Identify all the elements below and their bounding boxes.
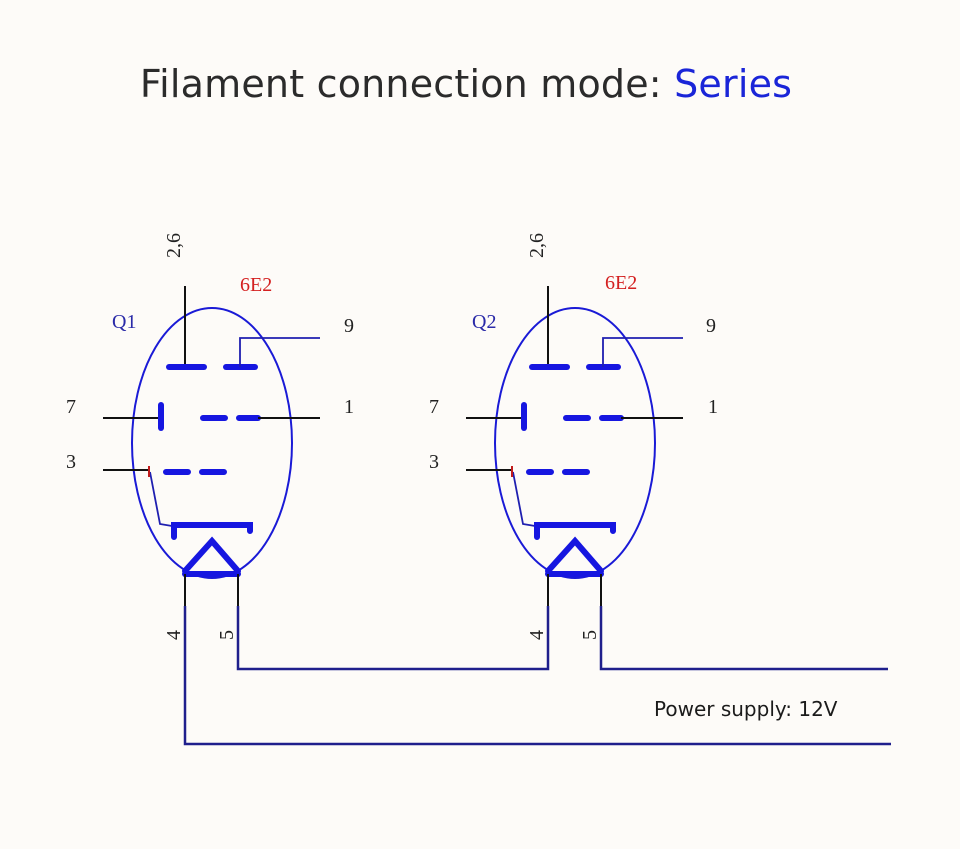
tube-designator: Q1	[112, 311, 136, 333]
cathode-link	[149, 471, 179, 528]
tube-envelope	[494, 307, 656, 579]
pin-4-label: 4	[526, 630, 548, 640]
tube-q1: 2,6 6E2 Q1 9 7 1 3 4 5	[66, 233, 354, 640]
heater	[545, 536, 604, 574]
supply-negative-wire	[183, 606, 891, 746]
cathode	[171, 522, 253, 540]
pin-top-label: 2,6	[526, 233, 548, 258]
cathode-link	[512, 471, 542, 528]
filament-wiring	[183, 606, 891, 746]
tube-type-label: 6E2	[240, 274, 272, 296]
pin9-wire	[239, 337, 320, 367]
q1-pin5-to-q2-pin4-wire	[236, 606, 550, 671]
tube-designator: Q2	[472, 311, 496, 333]
pin-3-label: 3	[66, 451, 76, 473]
cathode	[534, 522, 616, 540]
pin9-wire	[602, 337, 683, 367]
pin-1-label: 1	[708, 396, 718, 418]
pin-3-label: 3	[429, 451, 439, 473]
pin-5-label: 5	[579, 630, 601, 640]
heading-prefix: Filament connection mode:	[139, 62, 675, 106]
pin-7-label: 7	[429, 396, 439, 418]
power-supply-label: Power supply: 12V	[654, 697, 838, 721]
pin-4-label: 4	[163, 630, 185, 640]
pin-9-label: 9	[344, 315, 354, 337]
pin-9-label: 9	[706, 315, 716, 337]
supply-positive-wire	[599, 606, 888, 671]
pin-5-label: 5	[216, 630, 238, 640]
pin-1-label: 1	[344, 396, 354, 418]
page-title: Filament connection mode: Series	[0, 62, 932, 106]
tube-envelope	[131, 307, 293, 579]
pin-7-label: 7	[66, 396, 76, 418]
pin-top-label: 2,6	[163, 233, 185, 258]
tube-q2: 2,6 6E2 Q2 9 7 1 3 4 5	[429, 233, 718, 640]
tube-type-label: 6E2	[605, 272, 637, 294]
heater	[182, 536, 241, 574]
connection-mode: Series	[674, 62, 793, 106]
